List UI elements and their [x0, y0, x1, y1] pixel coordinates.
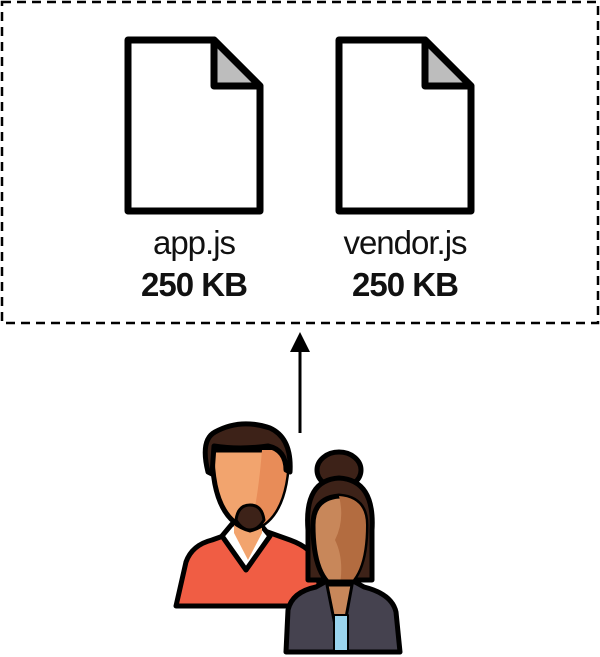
file-size: 250 KB	[141, 266, 247, 303]
file-name: app.js	[153, 224, 236, 261]
file-icon	[335, 36, 475, 215]
bundle-boundary	[0, 0, 600, 325]
woman-avatar	[283, 449, 403, 655]
file-icon	[124, 36, 264, 215]
man-avatar	[173, 421, 325, 609]
arrow-up-icon	[290, 332, 310, 433]
file-size: 250 KB	[352, 266, 458, 303]
file-name: vendor.js	[343, 224, 467, 261]
